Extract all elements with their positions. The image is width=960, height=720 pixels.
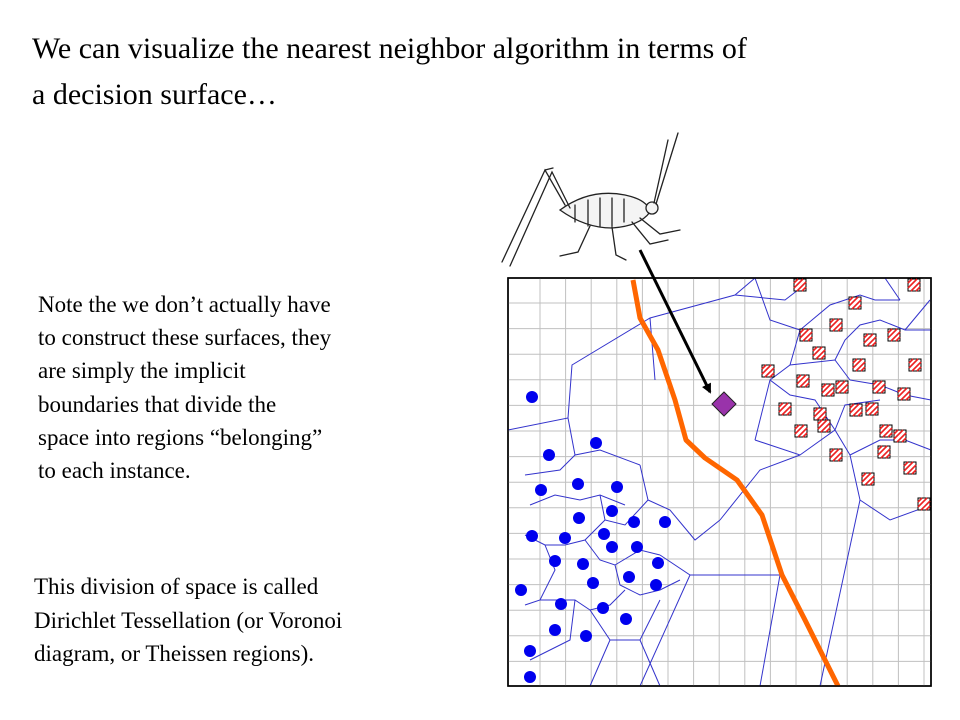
decision-boundary bbox=[630, 279, 841, 688]
grasshopper-dot bbox=[515, 584, 527, 596]
katydid-square bbox=[907, 278, 921, 292]
grasshopper-dot bbox=[590, 437, 602, 449]
note-paragraph: Note the we don’t actually have to const… bbox=[38, 288, 468, 487]
katydid-square bbox=[903, 461, 917, 475]
grasshopper-dot bbox=[580, 630, 592, 642]
grasshopper-dot bbox=[598, 528, 610, 540]
title-line-1: We can visualize the nearest neighbor al… bbox=[32, 32, 747, 65]
katydid-square bbox=[793, 278, 807, 292]
grasshopper-dot bbox=[524, 645, 536, 657]
katydid-square bbox=[908, 358, 922, 372]
grasshopper-dot bbox=[587, 577, 599, 589]
tessellation-paragraph: This division of space is called Dirichl… bbox=[34, 570, 474, 671]
slide-title: We can visualize the nearest neighbor al… bbox=[32, 26, 932, 118]
grasshopper-dot bbox=[549, 555, 561, 567]
grasshopper-dot bbox=[650, 579, 662, 591]
katydid-square bbox=[897, 387, 911, 401]
grasshopper-points bbox=[515, 391, 671, 683]
note2-line-3: diagram, or Theissen regions). bbox=[34, 641, 314, 666]
plot-border bbox=[507, 277, 932, 687]
katydid-square bbox=[821, 383, 835, 397]
katydid-square bbox=[852, 358, 866, 372]
katydid-square bbox=[778, 402, 792, 416]
grasshopper-dot bbox=[631, 541, 643, 553]
katydid-points bbox=[761, 278, 931, 511]
grasshopper-dot bbox=[526, 530, 538, 542]
grasshopper-dot bbox=[526, 391, 538, 403]
grasshopper-dot bbox=[620, 613, 632, 625]
grasshopper-dot bbox=[524, 671, 536, 683]
note2-line-2: Dirichlet Tessellation (or Voronoi bbox=[34, 607, 343, 633]
katydid-square bbox=[761, 364, 775, 378]
katydid-square bbox=[872, 380, 886, 394]
grasshopper-dot bbox=[652, 557, 664, 569]
katydid-square bbox=[829, 318, 843, 332]
katydid-square bbox=[799, 328, 813, 342]
katydid-square bbox=[861, 472, 875, 486]
grasshopper-dot bbox=[573, 512, 585, 524]
grasshopper-dot bbox=[572, 478, 584, 490]
grasshopper-dot bbox=[628, 516, 640, 528]
note-line-5: space into regions “belonging” bbox=[38, 424, 323, 450]
grasshopper-dot bbox=[597, 602, 609, 614]
katydid-square bbox=[865, 402, 879, 416]
grasshopper-dot bbox=[606, 541, 618, 553]
grasshopper-dot bbox=[577, 558, 589, 570]
grasshopper-dot bbox=[606, 505, 618, 517]
katydid-square bbox=[863, 333, 877, 347]
note-line-1: Note the we don’t actually have bbox=[38, 292, 331, 317]
katydid-square bbox=[794, 424, 808, 438]
grasshopper-dot bbox=[559, 532, 571, 544]
katydid-square bbox=[917, 497, 931, 511]
title-line-2: a decision surface… bbox=[32, 78, 277, 111]
katydid-square bbox=[848, 296, 862, 310]
grasshopper-dot bbox=[543, 449, 555, 461]
katydid-square bbox=[812, 346, 826, 360]
note-line-3: are simply the implicit bbox=[38, 358, 246, 384]
note-line-2: to construct these surfaces, they bbox=[38, 325, 332, 351]
query-diamond-icon bbox=[711, 391, 737, 417]
note-line-4: boundaries that divide the bbox=[38, 391, 277, 417]
katydid-square bbox=[879, 424, 893, 438]
note-line-6: to each instance. bbox=[38, 458, 191, 484]
katydid-square bbox=[887, 328, 901, 342]
katydid-square bbox=[835, 380, 849, 394]
katydid-square bbox=[829, 448, 843, 462]
grasshopper-dot bbox=[659, 516, 671, 528]
katydid-square bbox=[813, 407, 827, 421]
katydid-square bbox=[796, 374, 810, 388]
note2-line-1: This division of space is called bbox=[34, 574, 319, 599]
katydid-square bbox=[849, 403, 863, 417]
katydid-square bbox=[877, 445, 891, 459]
grasshopper-dot bbox=[549, 624, 561, 636]
plot-area bbox=[507, 277, 932, 688]
arrow-pointer-icon bbox=[638, 249, 712, 394]
katydid-square bbox=[817, 419, 831, 433]
katydid-square bbox=[893, 429, 907, 443]
grasshopper-dot bbox=[611, 481, 623, 493]
grasshopper-dot bbox=[623, 571, 635, 583]
katydid-drawing-icon bbox=[501, 132, 681, 267]
grasshopper-dot bbox=[555, 598, 567, 610]
grasshopper-dot bbox=[535, 484, 547, 496]
